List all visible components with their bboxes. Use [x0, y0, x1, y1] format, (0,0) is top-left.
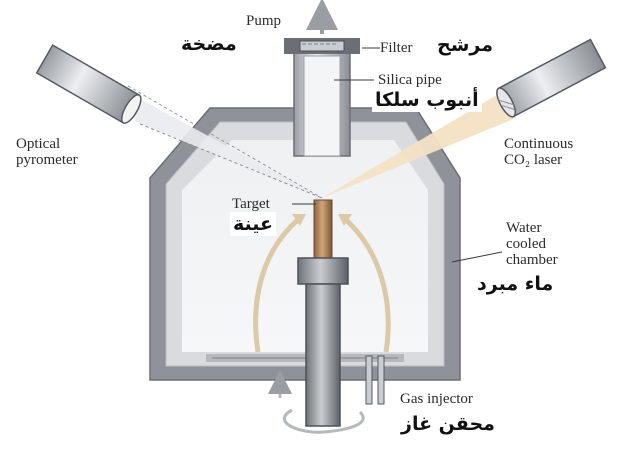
laser-beam: [322, 92, 516, 198]
silica-pipe-arabic-label: أنبوب سلكا: [372, 88, 482, 112]
water-label-line3: chamber: [506, 252, 558, 268]
optical-pyrometer-label-line1: Optical: [16, 136, 61, 152]
pyrometer-beam: [120, 88, 322, 198]
gas-flow-right: [342, 216, 391, 353]
continuous-label: Continuous: [504, 136, 574, 152]
gas-flow-left: [253, 216, 302, 353]
water-chamber-arabic-label: ماء مبرد: [474, 272, 557, 296]
optical-pyrometer-label-line2: pyrometer: [16, 152, 78, 168]
silica-pipe-label: Silica pipe: [378, 72, 442, 88]
optical-pyrometer: [35, 44, 142, 124]
target-label: Target: [232, 196, 270, 212]
filter-arabic-label: مرشح: [434, 33, 496, 57]
co2-laser-label: CO₂ laser: [504, 152, 563, 168]
gas-injector-label: Gas injector: [400, 391, 473, 407]
rotation-arrow: [283, 408, 365, 434]
water-label-line1: Water: [506, 220, 542, 236]
holder-collar: [297, 257, 349, 285]
support-rod: [305, 283, 341, 427]
pump-arabic-label: مضخة: [178, 32, 240, 56]
gas-injector-arabic-label: محقن غاز: [398, 412, 498, 436]
pump-label: Pump: [246, 13, 282, 29]
gas-injector-tube: [365, 355, 373, 405]
filter-label: Filter: [380, 40, 413, 56]
chamber-interior: [182, 140, 428, 352]
water-label-line2: cooled: [506, 236, 546, 252]
co2-laser: [496, 38, 607, 118]
target-rod: [313, 199, 333, 263]
target-arabic-label: عينة: [230, 212, 277, 236]
